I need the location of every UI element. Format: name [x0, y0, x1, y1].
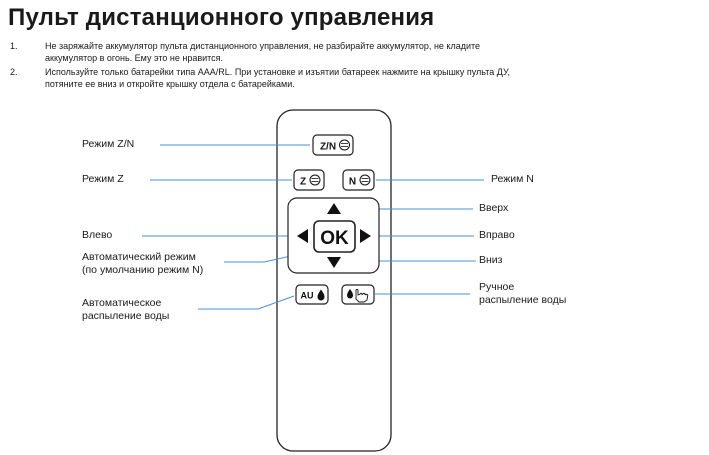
mode-ring-icon — [309, 174, 321, 186]
label-mode-z: Режим Z — [82, 173, 124, 185]
label-down: Вниз — [479, 254, 503, 266]
label-line: распыление воды — [82, 310, 170, 322]
label-auto-mode: Автоматический режим (по умолчанию режим… — [82, 251, 203, 277]
arrow-down-icon[interactable] — [327, 257, 341, 268]
remote-body — [276, 109, 392, 452]
label-mode-zn: Режим Z/N — [82, 138, 135, 150]
hand-press-icon — [355, 289, 369, 303]
instruction-1: 1. Не заряжайте аккумулятор пульта диста… — [10, 41, 700, 65]
label-mode-n: Режим N — [491, 173, 534, 185]
instruction-number: 1. — [10, 41, 18, 51]
instruction-number: 2. — [10, 67, 18, 77]
label-right: Вправо — [479, 229, 515, 241]
ok-button-label: OK — [320, 228, 349, 249]
label-line: Автоматический режим — [82, 251, 196, 263]
label-auto-spray: Автоматическое распыление воды — [82, 297, 169, 323]
n-button[interactable]: N — [342, 169, 375, 191]
manual-spray-button[interactable] — [341, 284, 375, 305]
arrow-up-icon[interactable] — [327, 203, 341, 214]
label-line: распыление воды — [479, 294, 567, 306]
zn-button[interactable]: Z/N — [312, 134, 354, 156]
n-button-label: N — [349, 177, 356, 188]
label-line: Ручное — [479, 281, 515, 293]
ok-button[interactable]: OK — [313, 220, 356, 253]
instruction-line: Не заряжайте аккумулятор пульта дистанци… — [45, 41, 481, 51]
zn-button-label: Z/N — [320, 142, 336, 153]
arrow-right-icon[interactable] — [360, 229, 371, 243]
au-button-label: AU — [301, 291, 314, 301]
mode-ring-icon — [359, 174, 371, 186]
water-drop-icon — [317, 289, 325, 301]
water-drop-icon — [347, 289, 353, 299]
au-button[interactable]: AU — [295, 284, 329, 305]
z-button-label: Z — [300, 177, 306, 188]
instruction-line: аккумулятор в огонь. Ему это не нравится… — [45, 52, 224, 63]
instruction-line: потяните ее вниз и откройте крышку отдел… — [45, 78, 295, 89]
leader-line-auto-spray — [198, 295, 295, 310]
z-button[interactable]: Z — [293, 169, 325, 191]
arrow-left-icon[interactable] — [297, 229, 308, 243]
instruction-2: 2. Используйте только батарейки типа AAA… — [10, 67, 700, 91]
label-up: Вверх — [479, 202, 509, 214]
label-line: Автоматическое — [82, 297, 162, 309]
label-left: Влево — [82, 229, 113, 241]
label-line: (по умолчанию режим N) — [82, 264, 204, 276]
label-manual-spray: Ручное распыление воды — [479, 281, 566, 307]
page-title: Пульт дистанционного управления — [8, 4, 435, 31]
mode-ring-icon — [339, 139, 350, 151]
instruction-line: Используйте только батарейки типа AAA/RL… — [45, 67, 510, 77]
